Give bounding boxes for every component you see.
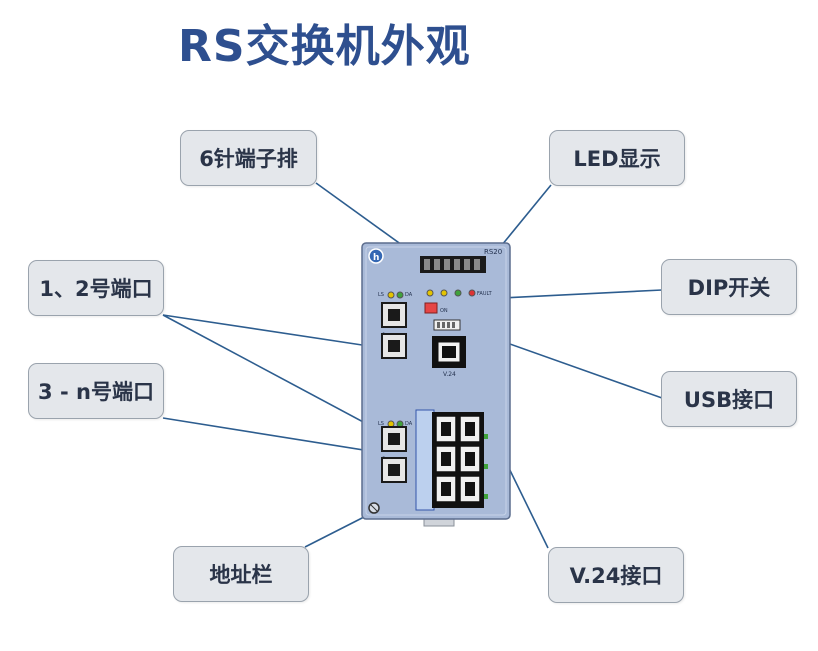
line-ports-1-2-a	[162, 314, 383, 349]
dip-switch-red	[424, 302, 438, 314]
fiber-port-2-a	[381, 426, 407, 452]
v24-label: V.24	[443, 371, 456, 378]
callout-address-bar: 地址栏	[173, 546, 309, 602]
callout-terminal-block: 6针端子排	[180, 130, 317, 186]
callout-led: LED显示	[549, 130, 685, 186]
callout-dip-switch: DIP开关	[661, 259, 797, 315]
line-ports-1-2-b	[162, 314, 383, 433]
callout-ports-3-n: 3 - n号端口	[28, 363, 164, 419]
dip-on-label: ON	[440, 308, 448, 314]
page-title: RS交换机外观	[178, 21, 471, 72]
ls-label-2: LS	[378, 421, 384, 427]
svg-text:h: h	[373, 253, 379, 263]
address-bar	[415, 409, 435, 511]
callout-v24: V.24接口	[548, 547, 684, 603]
model-label: RS20	[484, 248, 502, 256]
callout-ports-1-2: 1、2号端口	[28, 260, 164, 316]
led-1	[440, 289, 448, 297]
ls-label-1: LS	[378, 292, 384, 298]
led-2	[454, 289, 462, 297]
fault-label: FAULT	[477, 291, 493, 297]
led-p	[426, 289, 434, 297]
da-label-1: DA	[405, 292, 413, 298]
led-fault	[468, 289, 476, 297]
hirschmann-logo	[368, 248, 384, 264]
callout-usb: USB接口	[661, 371, 797, 427]
da-label-2: DA	[405, 421, 413, 427]
line-address	[304, 515, 367, 548]
